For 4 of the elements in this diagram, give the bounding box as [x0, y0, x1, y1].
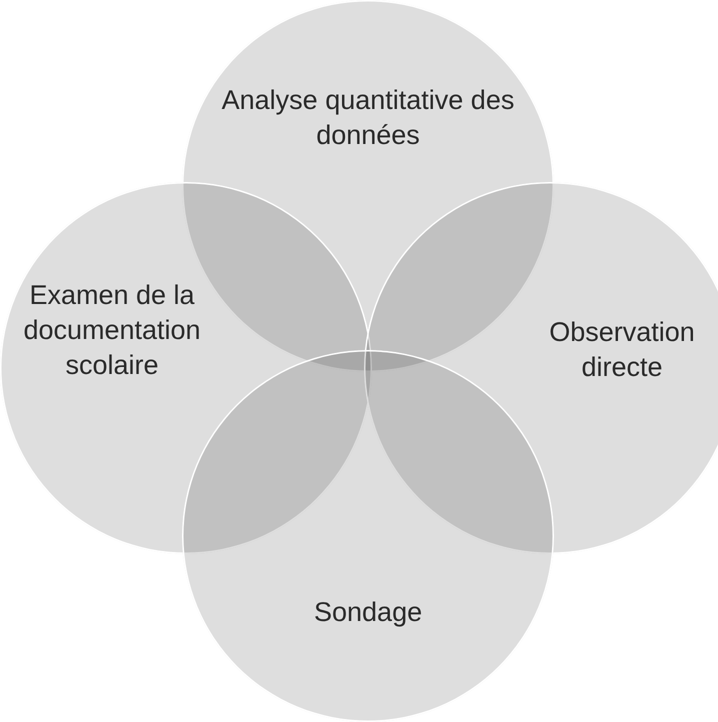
circle-label: Analyse quantitative des données [220, 84, 516, 152]
circle-label: Sondage [314, 596, 422, 629]
circle-label: Observation directe [548, 316, 696, 384]
circle-label: Examen de la documentation scolaire [22, 278, 202, 382]
